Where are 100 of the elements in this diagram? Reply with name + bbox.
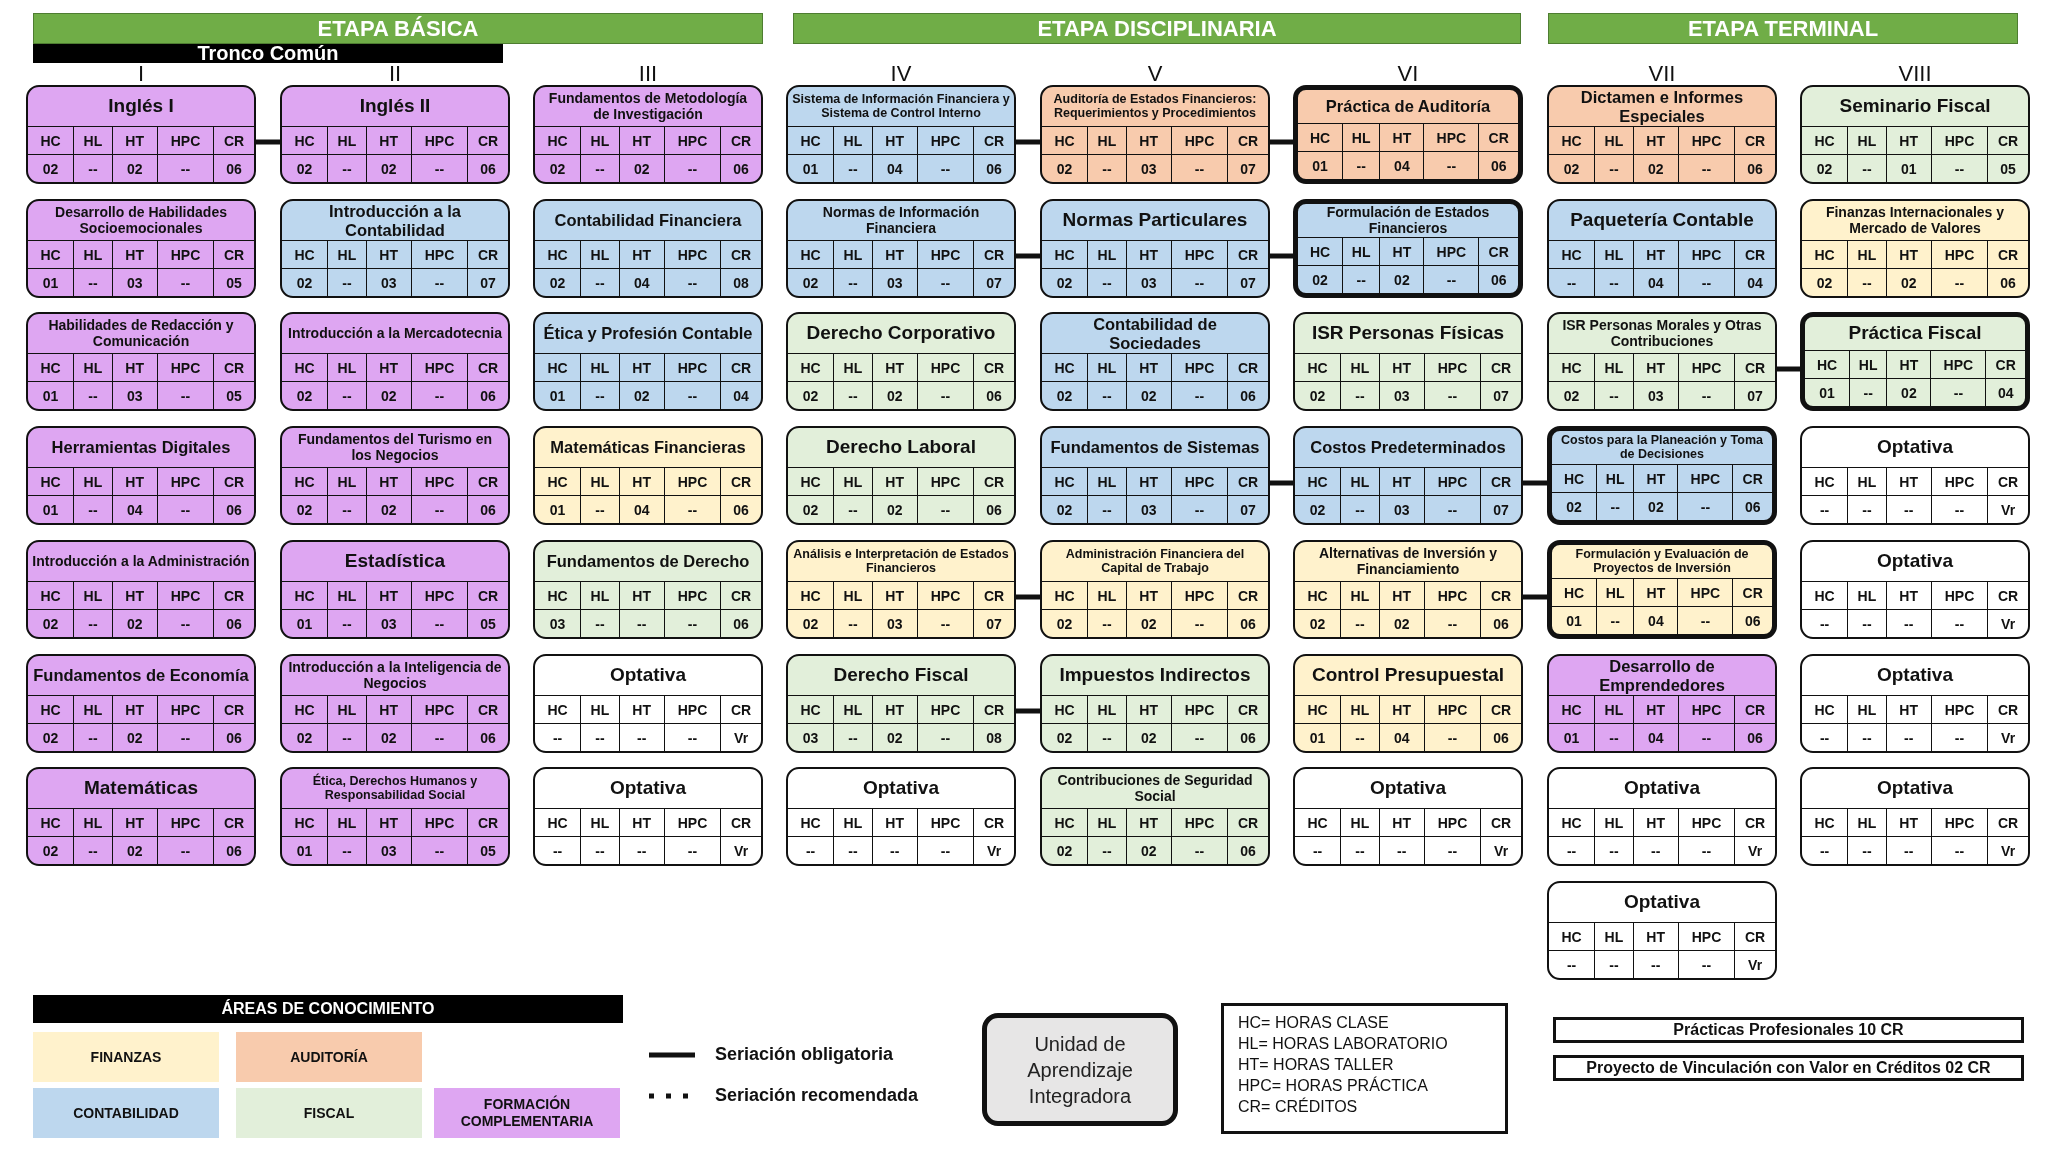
table-header-cell: HT (618, 468, 664, 495)
course-card (1547, 312, 1777, 411)
table-cell: -- (156, 837, 214, 864)
table-header-cell: CR (720, 127, 761, 154)
table-header-cell-text: HC (1813, 813, 1836, 833)
table-header-cell: CR (1227, 127, 1268, 154)
course-title: Fundamentos del Turismo en los Negocios (296, 430, 494, 465)
table-cell: Vr (1987, 724, 2028, 751)
course-title: Normas de Información Financiera (821, 203, 981, 238)
table-header-cell: HL (327, 468, 366, 495)
table-header-cell: HPC (1423, 582, 1481, 609)
table-cell: 03 (1125, 155, 1171, 182)
table-cell: -- (1930, 379, 1986, 406)
table-cell: -- (580, 724, 619, 751)
table-cell: -- (156, 269, 214, 296)
table-header-cell: HT (1378, 809, 1424, 836)
table-cell: -- (916, 496, 974, 523)
table-cell: -- (916, 724, 974, 751)
table-cell: 06 (1734, 724, 1775, 751)
table-cell: -- (1885, 724, 1931, 751)
table-cell-text: 02 (41, 728, 60, 748)
table-cell: -- (73, 269, 112, 296)
table-cell-text: -- (551, 841, 564, 861)
table-cell: 02 (1886, 379, 1931, 406)
semester-numeral: IV (889, 63, 913, 85)
course-card (533, 312, 763, 411)
table-cell: -- (73, 382, 112, 409)
table-header-cell: HPC (1423, 354, 1481, 381)
table-cell: -- (156, 724, 214, 751)
course-card (1040, 767, 1270, 866)
course-title: Inglés I (107, 94, 175, 119)
table-header-cell: CR (1734, 354, 1775, 381)
table-header-cell: HT (1125, 696, 1171, 723)
table-cell: -- (410, 269, 468, 296)
course-title: Optativa (1623, 776, 1701, 801)
table-cell: 07 (1734, 382, 1775, 409)
table-header-cell: HT (111, 582, 157, 609)
table-header-cell: HT (618, 582, 664, 609)
table-cell-text: 01 (1565, 611, 1583, 631)
table-cell: -- (1340, 610, 1379, 637)
table-header-cell: HL (1087, 809, 1126, 836)
table-cell: -- (580, 382, 619, 409)
table-cell: -- (73, 610, 112, 637)
table-cell-text: -- (1565, 841, 1578, 861)
table-cell: 06 (467, 382, 508, 409)
semester-numeral: VIII (1897, 63, 1933, 85)
table-cell-text: 01 (548, 500, 567, 520)
course-card (280, 85, 510, 184)
table-cell: -- (1847, 610, 1886, 637)
table-cell: Vr (973, 837, 1014, 864)
table-cell: -- (1594, 382, 1633, 409)
legend-text: FORMACIÓN COMPLEMENTARIA (459, 1096, 595, 1130)
table-header-cell-text: HC (1308, 242, 1332, 262)
table-header-cell: HPC (1170, 696, 1228, 723)
table-header-cell: CR (1478, 124, 1518, 151)
table-cell: 06 (1732, 493, 1772, 520)
course-card (1800, 540, 2030, 639)
definition-text: CR= CRÉDITOS (1238, 1098, 1359, 1116)
course-card (26, 540, 256, 639)
table-cell: 06 (1227, 837, 1268, 864)
table-cell-text: -- (1818, 728, 1831, 748)
table-cell: -- (580, 269, 619, 296)
table-header-cell: CR (1734, 923, 1775, 950)
table-cell: Vr (720, 837, 761, 864)
table-header-cell: HPC (1930, 809, 1988, 836)
table-header-cell: HT (618, 127, 664, 154)
table-cell: Vr (1987, 610, 2028, 637)
course-title: Optativa (862, 776, 940, 801)
table-header-cell: HPC (1677, 579, 1733, 606)
semester-numeral: I (136, 63, 146, 85)
table-header-cell: HT (1125, 127, 1171, 154)
course-card (1547, 540, 1777, 639)
course-card (1293, 767, 1523, 866)
course-title: Impuestos Indirectos (1058, 663, 1252, 688)
table-cell: -- (1849, 379, 1887, 406)
table-header-cell: HPC (1677, 465, 1733, 492)
table-cell: 06 (1732, 607, 1772, 634)
table-header-cell: HT (111, 241, 157, 268)
table-header-cell: HL (580, 468, 619, 495)
table-header-cell: HPC (156, 354, 214, 381)
table-header-cell-text: HC (39, 358, 62, 378)
table-header-cell-text: HC (39, 472, 62, 492)
table-cell-text: 02 (801, 614, 820, 634)
table-header-cell-text: HC (293, 245, 316, 265)
table-header-cell-text: HC (293, 700, 316, 720)
table-header-cell: HT (618, 809, 664, 836)
table-cell: -- (1632, 951, 1678, 978)
table-header-cell: HPC (410, 354, 468, 381)
table-header-cell: HT (618, 241, 664, 268)
table-header-cell: CR (467, 809, 508, 836)
table-cell: -- (1378, 837, 1424, 864)
table-header-cell: HPC (1170, 582, 1228, 609)
connector-line (1016, 253, 1040, 259)
table-header-cell: HL (73, 696, 112, 723)
table-header-cell: HL (1594, 354, 1633, 381)
table-header-cell: HT (871, 696, 917, 723)
table-cell-text: 02 (295, 273, 314, 293)
course-card (1040, 85, 1270, 184)
table-cell: 06 (213, 724, 254, 751)
table-cell: -- (1632, 837, 1678, 864)
